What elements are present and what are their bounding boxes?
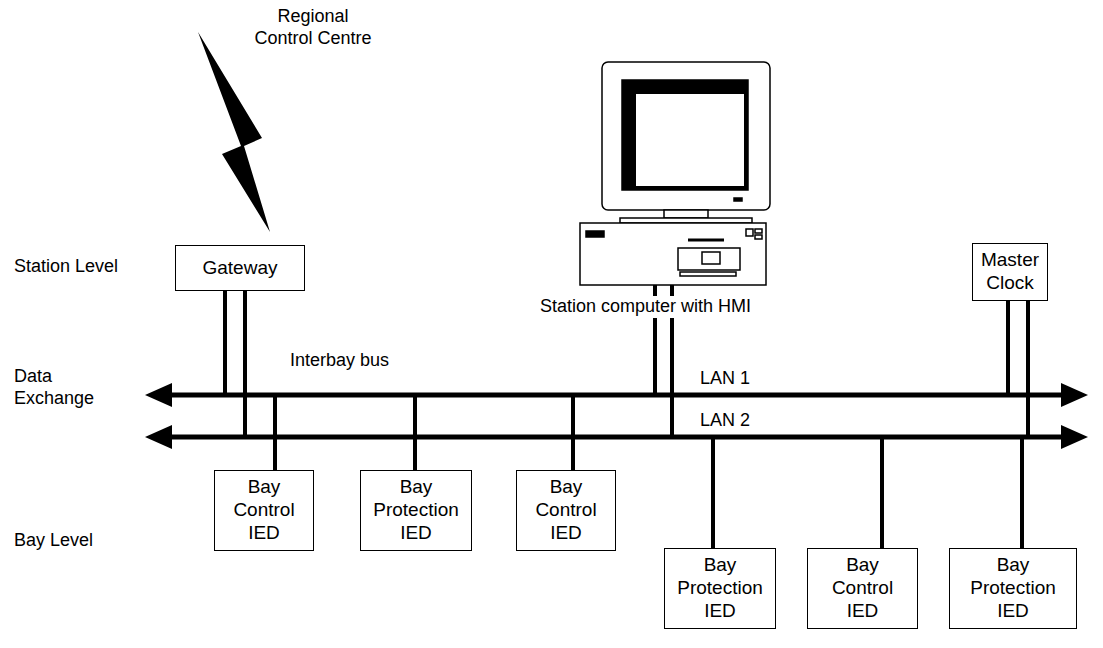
ied-box: Bay Protection IED [360,470,472,551]
bus-drop [413,395,417,470]
box-label: Master Clock [980,249,1040,295]
bus-drop [243,291,247,437]
lan-bus [145,383,1088,407]
bus-drop [880,437,884,548]
diagram-label: Data Exchange [14,366,104,409]
box-label: Gateway [203,257,278,280]
box-label: Bay Protection IED [965,554,1061,622]
box-label: Bay Protection IED [368,476,464,544]
bus-drop [223,291,227,395]
ied-box: Bay Control IED [807,548,918,629]
diagram-label: LAN 2 [700,410,750,432]
diagram-label: Regional Control Centre [253,6,373,49]
bus-drops [225,291,1028,548]
diagram-label: Station Level [14,256,118,278]
box-label: Bay Protection IED [672,554,768,622]
radio-link-symbol [198,32,270,232]
computer-symbol [580,62,770,285]
bus-drop [273,395,277,470]
diagram-label: Bay Level [14,530,93,552]
ied-box: Bay Protection IED [664,548,776,629]
diagram-label: Interbay bus [290,350,389,372]
lan-bus [145,425,1088,449]
bus-drop [1026,301,1030,437]
station-box: Gateway [175,245,305,291]
station-box: Master Clock [972,243,1048,301]
ied-box: Bay Control IED [214,470,314,551]
box-label: Bay Control IED [818,554,908,622]
box-label: Bay Control IED [222,476,306,544]
bus-drop [1006,301,1010,395]
ied-box: Bay Control IED [516,470,616,551]
bus-drop [1020,437,1024,548]
diagram-label: Station computer with HMI [537,296,754,318]
diagram-label: LAN 1 [700,368,750,390]
bus-drop [711,437,715,548]
ied-box: Bay Protection IED [949,548,1077,629]
bus-drop [571,395,575,470]
box-label: Bay Control IED [524,476,608,544]
